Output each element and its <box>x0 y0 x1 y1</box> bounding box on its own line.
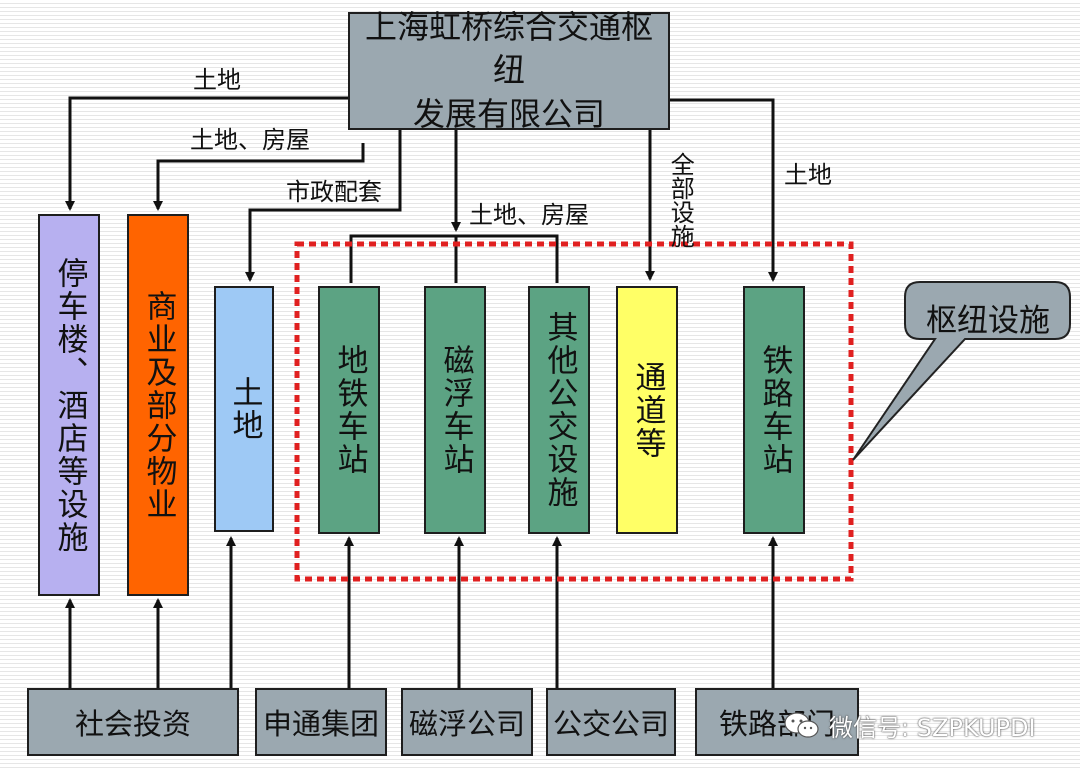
commercial-property-box: 商业及部分物业 <box>127 214 189 596</box>
bus-company-label: 公交公司 <box>552 707 669 741</box>
label-land-housing-commercial: 土地、房屋 <box>190 126 310 154</box>
social-investment-label: 社会投资 <box>74 707 191 741</box>
parking-hotel-facilities-label: 停车楼、酒店等设施 <box>51 256 88 554</box>
commercial-property-label: 商业及部分物业 <box>140 289 177 521</box>
label-land-parking: 土地 <box>193 66 241 94</box>
land-label: 土地 <box>226 376 263 442</box>
watermark-text: 微信号: SZPKUPDI <box>829 714 1036 742</box>
maglev-company-label: 磁浮公司 <box>408 707 525 741</box>
other-bus-facilities-box: 其他公交设施 <box>528 286 590 534</box>
maglev-company-box: 磁浮公司 <box>401 688 533 756</box>
top-company-line2: 发展有限公司 <box>412 94 605 133</box>
metro-station-label: 地铁车站 <box>331 344 368 476</box>
railway-station-label: 铁路车站 <box>756 344 793 476</box>
other-bus-facilities-label: 其他公交设施 <box>541 311 578 509</box>
shentong-group-label: 申通集团 <box>262 707 379 741</box>
edge-top-to-commercial <box>153 143 365 211</box>
bus-company-box: 公交公司 <box>546 688 676 756</box>
label-municipal: 市政配套 <box>286 178 382 206</box>
metro-station-box: 地铁车站 <box>318 286 380 534</box>
passage-label: 通道等 <box>629 360 666 460</box>
wechat-watermark: 微信号: SZPKUPDI <box>783 708 1036 743</box>
top-company-line1: 上海虹桥综合交通枢纽 <box>364 8 653 90</box>
edge-top-to-land <box>245 130 402 282</box>
social-investment-box: 社会投资 <box>27 688 239 756</box>
maglev-station-box: 磁浮车站 <box>424 286 486 534</box>
passage-box: 通道等 <box>616 286 678 534</box>
edge-top-to-parking <box>65 96 350 211</box>
callout-bubble <box>852 281 1071 461</box>
hub-facilities-callout: 枢纽设施 <box>926 303 1050 339</box>
shentong-group-box: 申通集团 <box>255 688 387 756</box>
wechat-icon <box>784 711 819 738</box>
parking-hotel-facilities-box: 停车楼、酒店等设施 <box>38 214 100 596</box>
label-land-housing-stations: 土地、房屋 <box>469 201 589 229</box>
hub-facilities-frame <box>294 241 854 582</box>
label-all-facilities: 全部设施 <box>666 152 695 248</box>
maglev-station-label: 磁浮车站 <box>437 344 474 476</box>
top-company-box: 上海虹桥综合交通枢纽 发展有限公司 <box>348 8 670 133</box>
railway-station-box: 铁路车站 <box>743 286 805 534</box>
edge-top-to-railway <box>670 98 778 282</box>
land-box: 土地 <box>214 286 274 532</box>
label-land-rail: 土地 <box>784 161 832 189</box>
